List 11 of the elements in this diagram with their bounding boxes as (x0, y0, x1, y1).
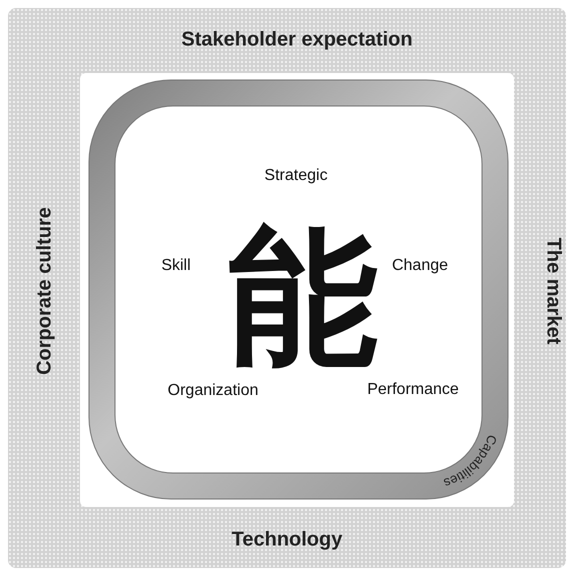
capability-label: Organization (168, 383, 258, 399)
capability-label: Strategic (264, 168, 328, 184)
side-label: The market (542, 238, 564, 344)
kanji-character: 能 (228, 223, 378, 373)
capability-label: Performance (367, 382, 459, 398)
side-label: Corporate culture (34, 207, 56, 375)
capability-label: Change (392, 258, 448, 274)
side-label: Stakeholder expectation (181, 28, 413, 52)
outer-band (8, 8, 566, 568)
capability-label: Skill (161, 258, 191, 274)
side-label: Technology (232, 528, 342, 552)
